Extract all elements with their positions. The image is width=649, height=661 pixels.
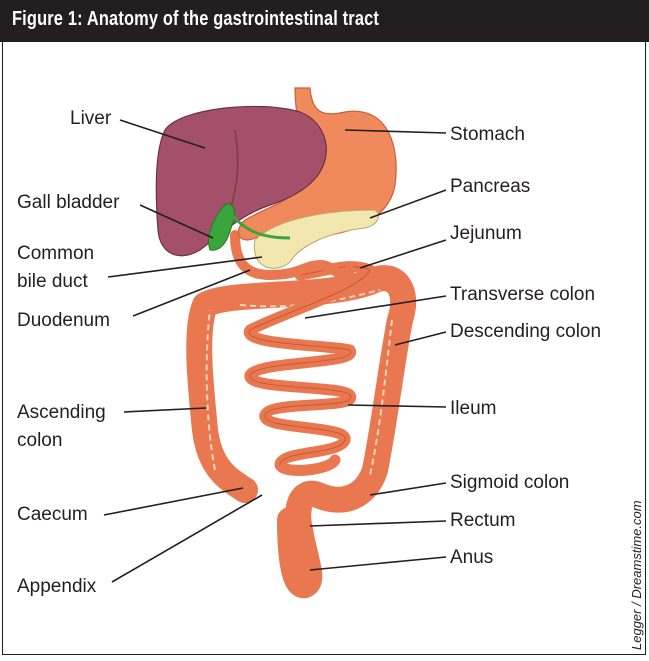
liver-shape <box>155 105 327 257</box>
label-common-bile-duct-line1: Common <box>17 243 94 264</box>
duodenum-shape <box>230 230 355 281</box>
colon-highlight <box>205 289 393 476</box>
leader-pancreas <box>369 189 447 219</box>
label-sigmoid-colon: Sigmoid colon <box>450 472 569 493</box>
pancreas-shape <box>253 209 379 269</box>
leader-liver <box>119 119 206 149</box>
figure-title-bar: Figure 1: Anatomy of the gastrointestina… <box>0 0 649 42</box>
label-liver: Liver <box>70 108 112 129</box>
label-transverse-colon: Transverse colon <box>450 284 595 305</box>
label-appendix: Appendix <box>17 576 97 597</box>
label-common-bile-duct-line2: bile duct <box>17 271 88 292</box>
leader-appendix <box>111 494 263 583</box>
label-ileum: Ileum <box>450 398 496 419</box>
leader-descending-colon <box>394 331 447 346</box>
leader-ascending-colon <box>123 407 207 413</box>
label-duodenum: Duodenum <box>17 310 110 331</box>
label-ascending-colon-line2: colon <box>17 430 62 451</box>
small-intestine-outline <box>248 266 371 466</box>
leader-common-bile-duct <box>107 256 263 278</box>
leader-anus <box>309 556 447 571</box>
label-anus: Anus <box>450 547 493 568</box>
leader-ileum <box>347 404 447 408</box>
leader-gall-bladder <box>139 204 214 239</box>
leader-transverse-colon <box>304 295 447 319</box>
label-rectum: Rectum <box>450 510 515 531</box>
label-jejunum: Jejunum <box>450 223 522 244</box>
image-credit: Legger / Dreamstime.com <box>629 500 644 650</box>
colon <box>186 265 417 598</box>
leader-stomach <box>344 129 447 134</box>
leader-duodenum <box>132 269 251 317</box>
bile-duct-shape <box>230 214 291 240</box>
leader-caecum <box>103 487 244 516</box>
label-descending-colon: Descending colon <box>450 321 601 342</box>
figure-frame <box>2 42 646 655</box>
leader-jejunum <box>359 239 447 269</box>
label-stomach: Stomach <box>450 124 525 145</box>
leader-sigmoid-colon <box>369 482 447 496</box>
label-gall-bladder: Gall bladder <box>17 192 120 213</box>
liver-lobe-line <box>229 129 239 211</box>
label-caecum: Caecum <box>17 504 88 525</box>
label-ascending-colon-line1: Ascending <box>17 402 106 423</box>
leader-rectum <box>309 520 447 527</box>
figure-title: Figure 1: Anatomy of the gastrointestina… <box>12 8 380 30</box>
label-pancreas: Pancreas <box>450 176 530 197</box>
gall-bladder-shape <box>208 203 235 251</box>
